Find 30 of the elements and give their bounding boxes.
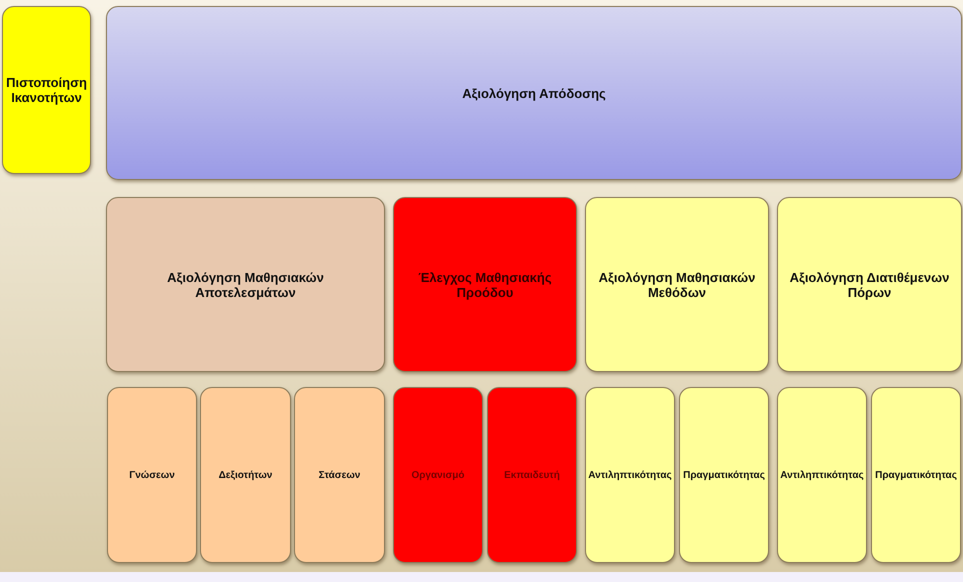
rounded-box <box>777 197 962 372</box>
rounded-box <box>679 387 769 563</box>
rounded-box <box>200 387 291 563</box>
rounded-box <box>107 387 197 563</box>
rounded-box <box>2 6 91 174</box>
box-label: Αντιληπτικότητας <box>779 470 865 480</box>
rounded-box <box>294 387 385 563</box>
rounded-box <box>106 197 385 372</box>
rounded-box <box>777 387 867 563</box>
box-label: Αξιολόγηση Μαθησιακών Αποτελεσμάτων <box>166 270 325 300</box>
rounded-box <box>871 387 961 563</box>
box-label: Αξιολόγηση Απόδοσης <box>461 86 607 100</box>
rounded-box <box>393 197 577 372</box>
box-label: Δεξιοτήτων <box>218 470 274 480</box>
rounded-box <box>487 387 577 563</box>
box-label: Πιστοποίηση Ικανοτήτων <box>5 75 88 105</box>
rounded-box <box>585 197 769 372</box>
box-label: Αντιληπτικότητας <box>587 470 673 480</box>
box-label: Γνώσεων <box>128 470 176 480</box>
box-label: Στάσεων <box>318 470 362 480</box>
rounded-box <box>106 6 962 180</box>
rounded-box <box>585 387 675 563</box>
box-label: Πραγματικότητας <box>874 470 958 480</box>
rounded-box <box>393 387 483 563</box>
box-label: Έλεγχος Μαθησιακής Προόδου <box>417 270 553 300</box>
box-label: Οργανισμό <box>410 470 466 480</box>
box-label: Αξιολόγηση Μαθησιακών Μεθόδων <box>598 270 756 300</box>
box-label: Αξιολόγηση Διατιθέμενων Πόρων <box>788 270 950 300</box>
box-label: Πραγματικότητας <box>682 470 766 480</box>
box-label: Εκπαιδευτή <box>503 470 561 480</box>
